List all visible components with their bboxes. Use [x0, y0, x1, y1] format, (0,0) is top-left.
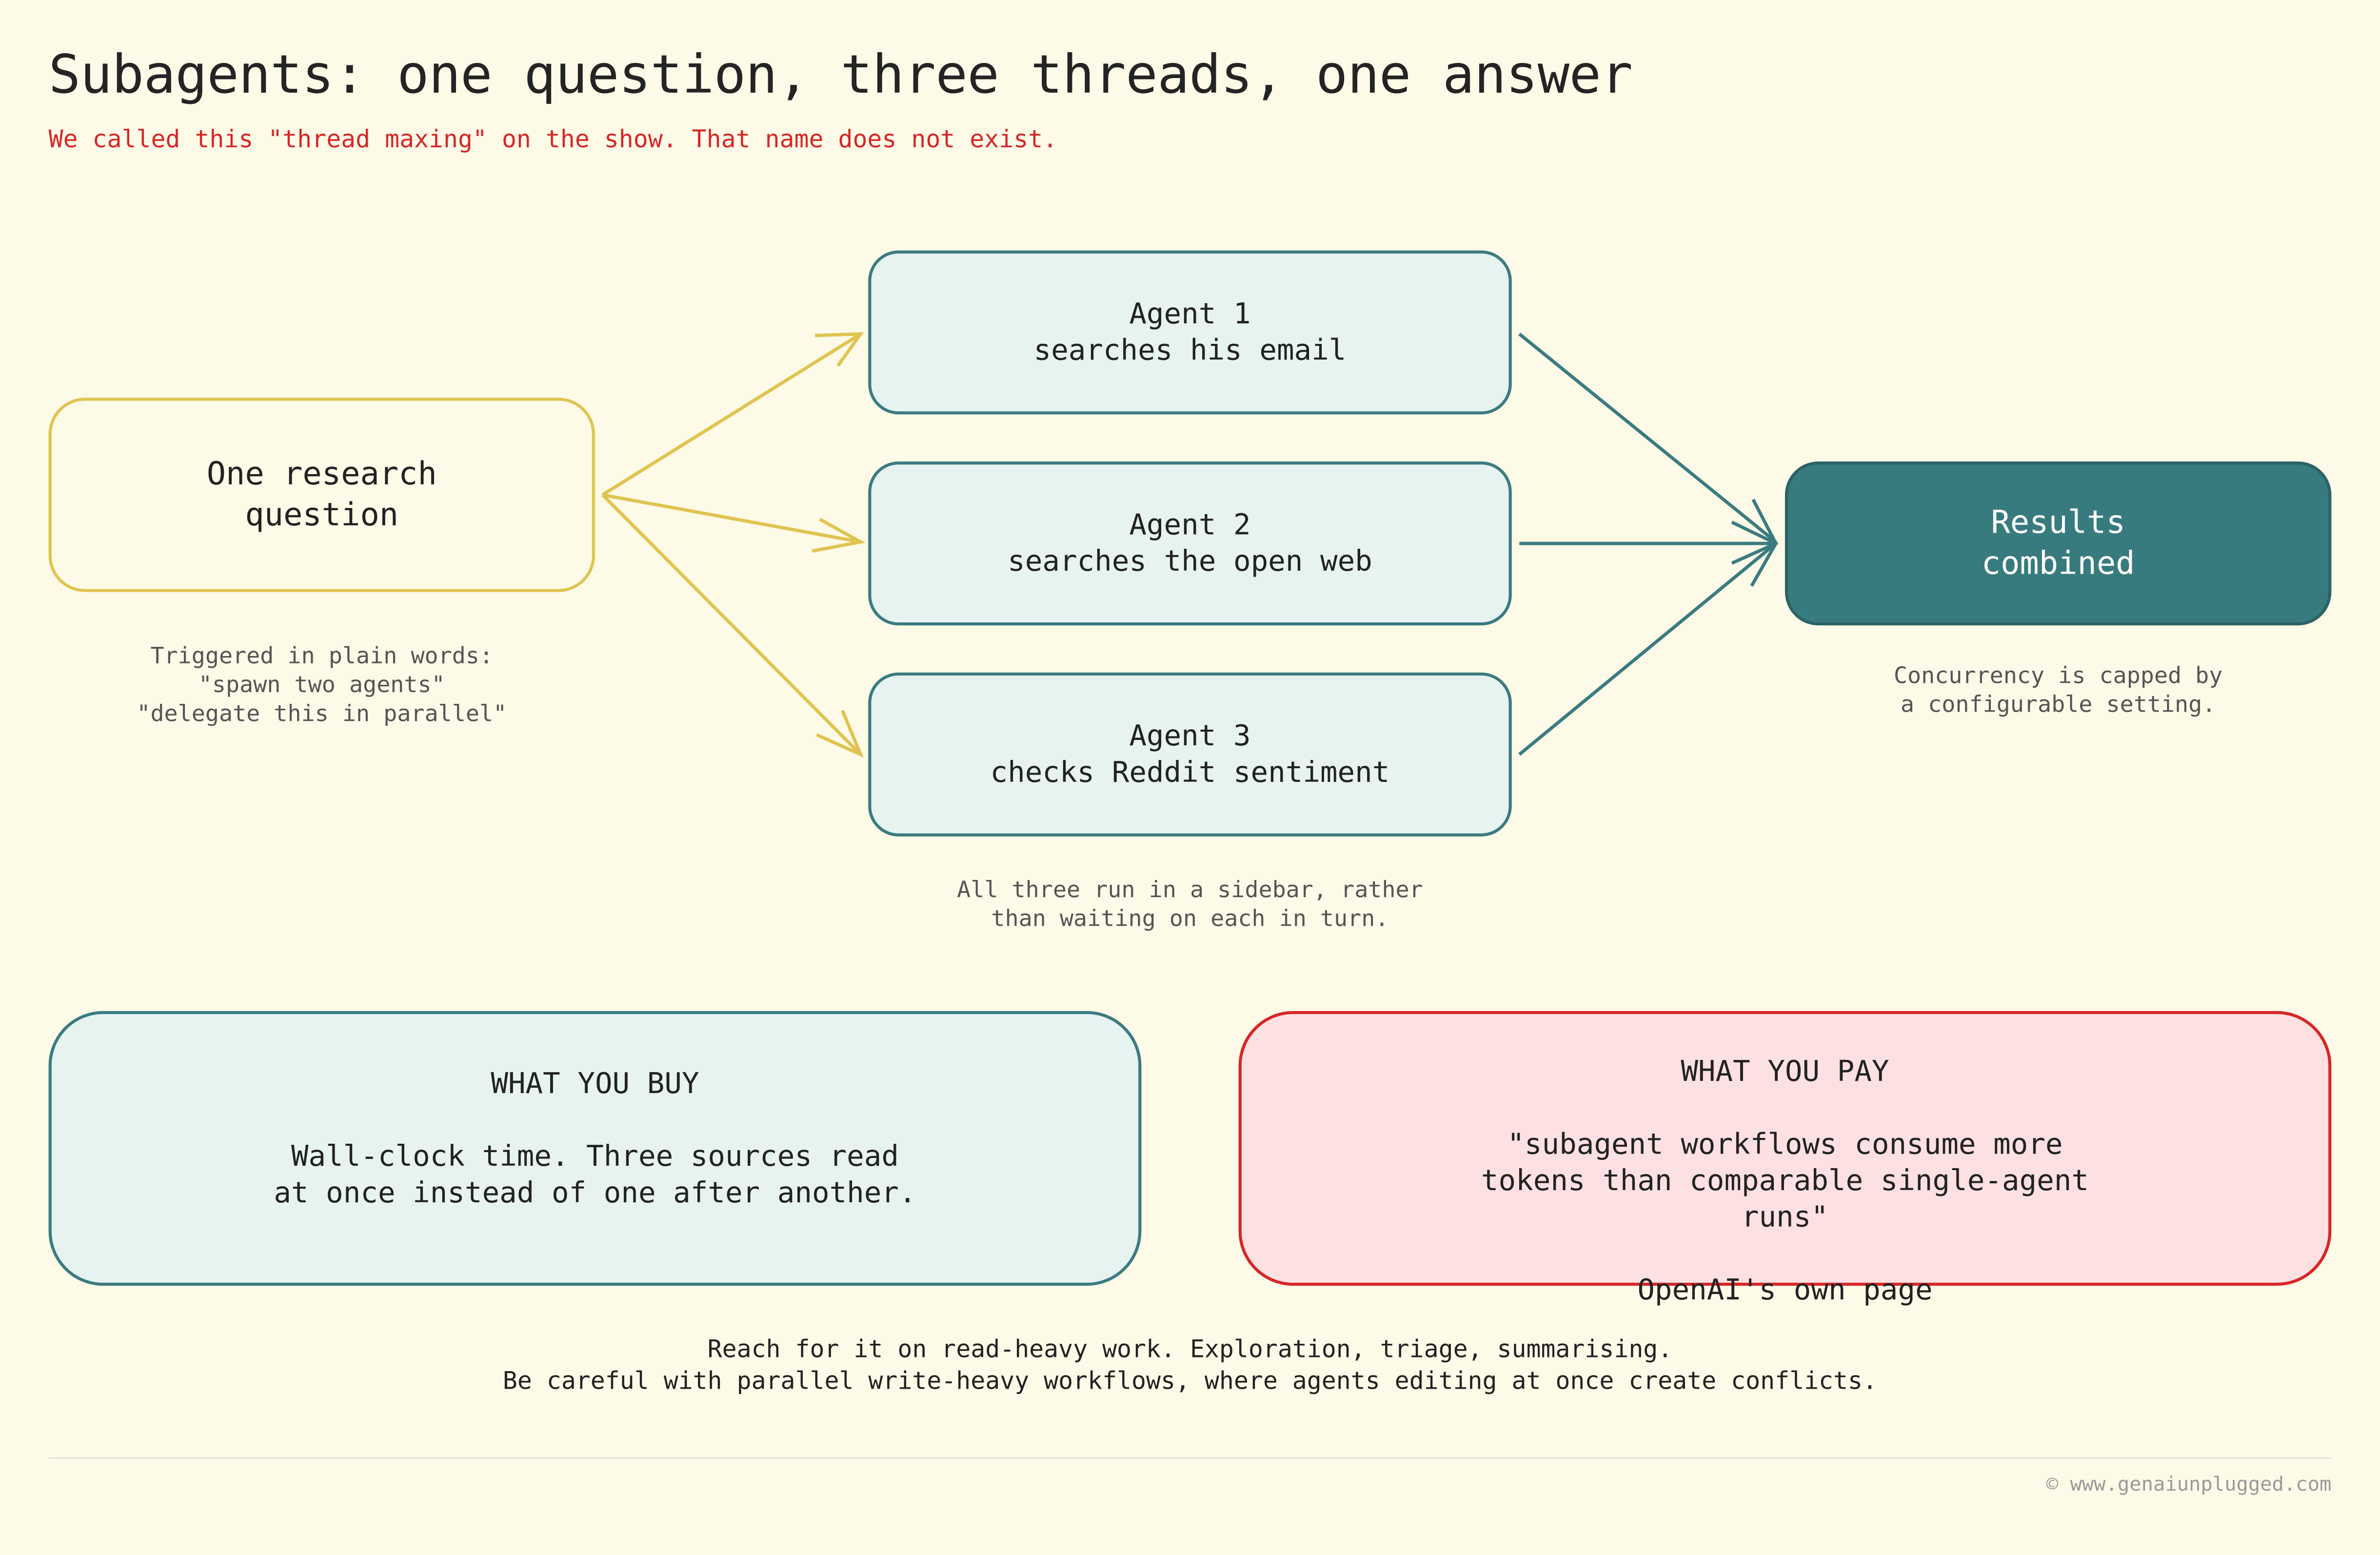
guidance-line-2: Be careful with parallel write-heavy wor… [502, 1366, 1877, 1396]
arrow-to-agent-1 [601, 332, 862, 497]
buy-heading: WHAT YOU BUY [491, 1067, 699, 1101]
fan-out-arrows [601, 332, 866, 758]
agent-3-box: Agent 3 checks Reddit sentiment [868, 672, 1512, 837]
research-question-box: One research question [48, 398, 595, 592]
pay-quote-line-3: runs" [1741, 1200, 1828, 1235]
arrow-from-agent-3 [1518, 542, 1777, 756]
agent-2-task: searches the open web [1008, 545, 1372, 578]
trigger-note: Triggered in plain words: "spawn two age… [49, 642, 595, 728]
pay-heading: WHAT YOU PAY [1681, 1055, 1889, 1089]
guidance-line-1: Reach for it on read-heavy work. Explora… [707, 1334, 1673, 1363]
concurrency-note: Concurrency is capped by a configurable … [1785, 662, 2331, 719]
buy-line-2: at once instead of one after another. [274, 1176, 916, 1210]
agents-note-line-1: All three run in a sidebar, rather [957, 876, 1423, 903]
agent-3-task: checks Reddit sentiment [990, 756, 1390, 790]
arrow-from-agent-1 [1518, 333, 1777, 543]
trigger-note-line-1: Triggered in plain words: [150, 642, 494, 670]
page-title: Subagents: one question, three threads, … [48, 45, 1633, 106]
pay-quote-line-1: "subagent workflows consume more [1507, 1128, 2063, 1161]
what-you-pay-panel: WHAT YOU PAY "subagent workflows consume… [1238, 1011, 2332, 1307]
question-line-2: question [245, 496, 399, 533]
agent-3-name: Agent 3 [1129, 719, 1251, 753]
arrow-to-agent-2 [602, 493, 861, 544]
copyright-notice: © www.genaiunplugged.com [2046, 1474, 2332, 1497]
agent-2-name: Agent 2 [1129, 508, 1251, 542]
concurrency-note-line-1: Concurrency is capped by [1893, 661, 2223, 689]
page-subtitle: We called this "thread maxing" on the sh… [48, 124, 1058, 154]
fan-in-arrows [1518, 333, 1779, 756]
pay-quote-line-2: tokens than comparable single-agent [1481, 1164, 2089, 1198]
pay-source: OpenAI's own page [1637, 1274, 1933, 1307]
arrow-to-agent-3 [601, 494, 862, 756]
agent-1-box: Agent 1 searches his email [868, 250, 1512, 415]
question-line-1: One research [206, 455, 437, 492]
result-line-2: combined [1981, 545, 2135, 581]
concurrency-note-line-2: a configurable setting. [1900, 691, 2216, 718]
what-you-buy-panel: WHAT YOU BUY Wall-clock time. Three sour… [48, 1011, 1142, 1286]
result-line-1: Results [1991, 504, 2125, 540]
results-combined-box: Results combined [1785, 461, 2332, 626]
agent-2-box: Agent 2 searches the open web [868, 461, 1512, 626]
buy-line-1: Wall-clock time. Three sources read [291, 1140, 899, 1174]
trigger-note-line-3: "delegate this in parallel" [137, 699, 507, 727]
agent-1-name: Agent 1 [1129, 297, 1251, 331]
agent-1-task: searches his email [1033, 334, 1347, 368]
agents-note-line-2: than waiting on each in turn. [991, 904, 1389, 932]
footer-divider [48, 1457, 2332, 1459]
trigger-note-line-2: "spawn two agents" [198, 671, 445, 698]
agents-note: All three run in a sidebar, rather than … [868, 876, 1512, 934]
